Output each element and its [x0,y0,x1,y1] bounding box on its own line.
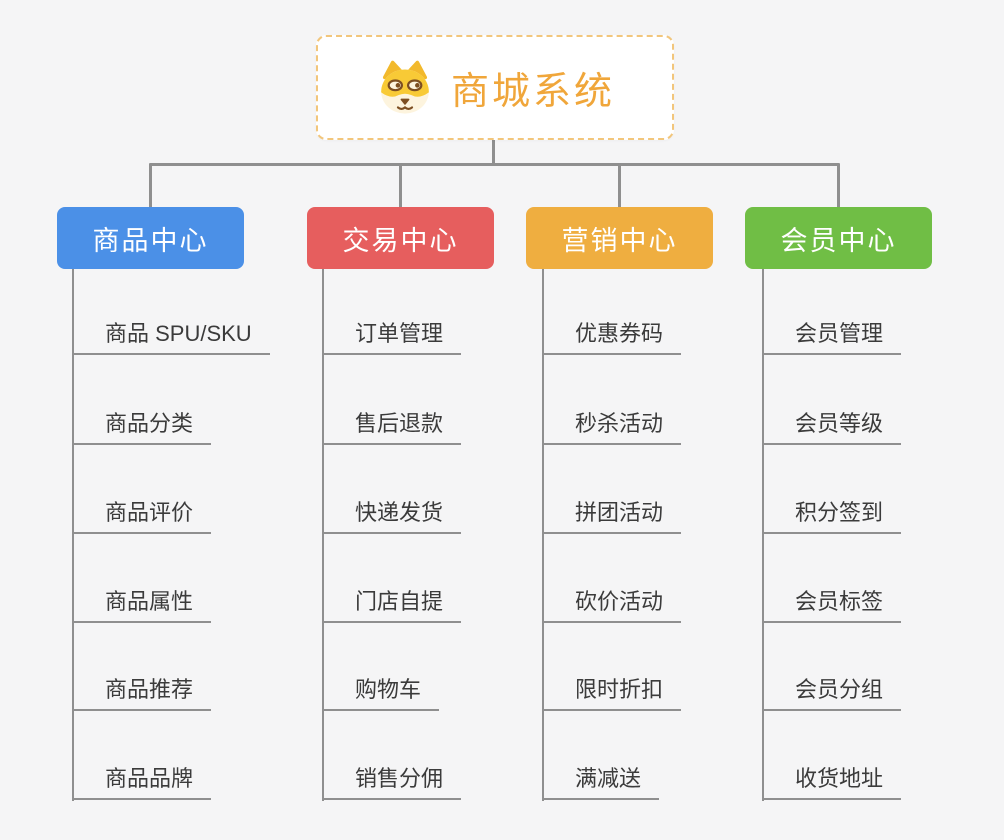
mindmap-node-item[interactable]: 会员标签 [762,589,902,623]
mindmap-node-item[interactable]: 满减送 [542,766,660,800]
mindmap-node-item[interactable]: 会员分组 [762,677,902,711]
mindmap-node-item[interactable]: 销售分佣 [322,766,462,800]
mindmap-node-item[interactable]: 拼团活动 [542,500,682,534]
mindmap-node-item[interactable]: 优惠券码 [542,321,682,355]
connector-drop-branch-1 [149,163,152,209]
branch-header-marketing-center[interactable]: 营销中心 [526,207,713,269]
branch-spine-3 [542,269,544,801]
mindmap-node-item[interactable]: 收货地址 [762,766,902,800]
mindmap-node-item[interactable]: 积分签到 [762,500,902,534]
branch-header-trade-center[interactable]: 交易中心 [307,207,494,269]
root-title: 商城系统 [450,71,615,113]
branch-spine-4 [762,269,764,801]
mindmap-node-item[interactable]: 售后退款 [322,411,462,445]
connector-root-drop [492,138,495,166]
connector-drop-branch-2 [399,163,402,209]
connector-drop-branch-4 [837,163,840,209]
branch-header-product-center[interactable]: 商品中心 [57,207,244,269]
connector-horizontal-bar [149,163,840,166]
branch-spine-2 [322,269,324,801]
mindmap-node-item[interactable]: 快递发货 [322,500,462,534]
connector-drop-branch-3 [618,163,621,209]
mindmap-node-item[interactable]: 商品 SPU/SKU [72,321,270,355]
shiba-dog-icon [375,59,435,117]
mindmap-node-item[interactable]: 商品属性 [72,589,212,623]
mindmap-node-item[interactable]: 购物车 [322,677,440,711]
mindmap-node-item[interactable]: 秒杀活动 [542,411,682,445]
mindmap-node-item[interactable]: 门店自提 [322,589,462,623]
mindmap-node-item[interactable]: 会员管理 [762,321,902,355]
root-node[interactable]: 商城系统 [316,35,674,140]
mindmap-node-item[interactable]: 商品品牌 [72,766,212,800]
mindmap-node-item[interactable]: 商品推荐 [72,677,212,711]
mindmap-node-item[interactable]: 商品分类 [72,411,212,445]
mindmap-node-item[interactable]: 会员等级 [762,411,902,445]
branch-spine-1 [72,269,74,801]
branch-header-member-center[interactable]: 会员中心 [745,207,932,269]
mindmap-node-item[interactable]: 砍价活动 [542,589,682,623]
mindmap-node-item[interactable]: 订单管理 [322,321,462,355]
mindmap-node-item[interactable]: 限时折扣 [542,677,682,711]
mindmap-node-item[interactable]: 商品评价 [72,500,212,534]
